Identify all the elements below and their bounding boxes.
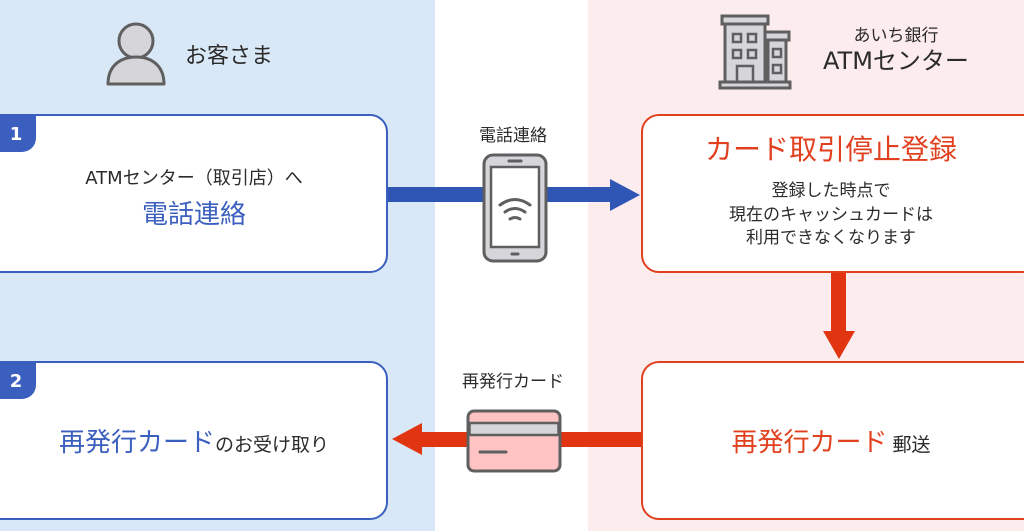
card-stop-note-line: 現在のキャッシュカードは: [729, 204, 933, 225]
atm-center-title: ATMセンター: [823, 46, 969, 75]
step-1-badge: 1: [0, 116, 36, 152]
mail-down-arrow: [823, 271, 855, 359]
card-stop-registration-box: カード取引停止登録 登録した時点で 現在のキャッシュカードは 利用できなくなりま…: [641, 114, 1024, 273]
step-1-text: ATMセンター（取引店）へ: [85, 168, 303, 189]
card-stop-note-line: 登録した時点で: [771, 180, 891, 201]
smartphone-icon: [482, 153, 548, 263]
building-icon: [718, 14, 792, 90]
connector-label-card: 再発行カード: [462, 372, 564, 392]
bank-name: あいち銀行: [853, 26, 939, 47]
card-stop-note-line: 利用できなくなります: [746, 228, 916, 249]
connector-label-phone: 電話連絡: [479, 126, 547, 146]
card-stop-title: カード取引停止登録: [704, 132, 957, 166]
step-2-badge: 2: [0, 363, 36, 399]
customer-title: お客さま: [185, 44, 274, 69]
credit-card-icon: [466, 409, 562, 473]
step-2-text: のお受け取り: [215, 434, 330, 456]
mail-text: 郵送: [892, 434, 931, 456]
step-2-highlight: 再発行カード: [58, 428, 215, 458]
card-reissue-mail-box: 再発行カード 郵送: [641, 361, 1024, 520]
step-1-box: ATMセンター（取引店）へ 電話連絡: [0, 114, 388, 273]
customer-header: お客さま: [105, 22, 273, 86]
step-1-action: 電話連絡: [141, 200, 246, 230]
bank-header: あいち銀行 ATMセンター: [717, 12, 969, 90]
step-2-box: 再発行カードのお受け取り: [0, 361, 388, 520]
person-icon: [106, 22, 166, 86]
reissue-card-highlight: 再発行カード: [731, 428, 888, 458]
